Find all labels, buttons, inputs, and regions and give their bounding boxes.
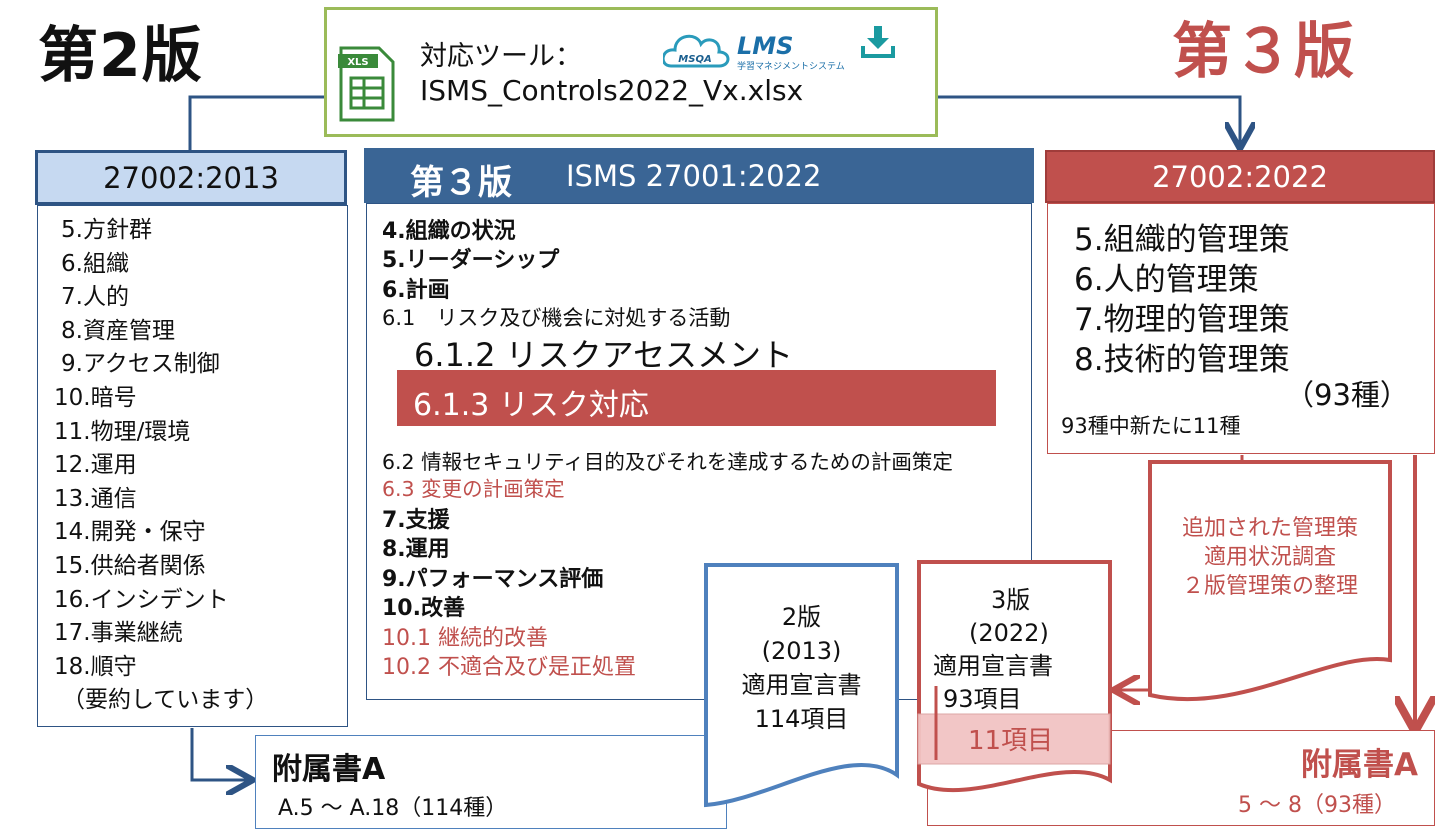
tool-box: XLS 対応ツール： ISMS_Controls2022_Vx.xlsx MSQ… [324, 7, 938, 137]
clause-10: 10.改善 [382, 596, 465, 621]
doc-2013-line: 適用宣言書 [741, 671, 862, 699]
clause-4: 4.組織の状況 [382, 219, 516, 244]
list-item: 15.供給者関係 [54, 552, 206, 579]
svg-text:MSQA: MSQA [678, 54, 711, 65]
clause-6-1-3-highlight: 6.1.3 リスク対応 [397, 370, 996, 426]
right-panel-header: 27002:2022 [1045, 150, 1435, 203]
annex-a-left: 附属書A A.5 ～ A.18（114種） [255, 735, 727, 829]
clause-6-1-2: 6.1.2 リスクアセスメント [414, 336, 793, 374]
list-item: 11.物理/環境 [54, 418, 191, 445]
doc-2022-line: 適用宣言書 [933, 652, 1053, 680]
left-panel-header: 27002:2013 [35, 150, 347, 205]
clause-6: 6.計画 [382, 278, 450, 303]
doc-2022-new-items: 11項目 [968, 726, 1054, 756]
list-item: 7.人的 [61, 284, 129, 311]
doc-2022-text: 3版 (2022) 適用宣言書 93項目 [919, 584, 1110, 716]
doc-added-line: 追加された管理策 [1181, 516, 1358, 541]
list-item: 13.通信 [54, 485, 137, 512]
clause-7: 7.支援 [382, 508, 450, 533]
svg-text:XLS: XLS [347, 57, 368, 68]
tool-filename[interactable]: ISMS_Controls2022_Vx.xlsx [420, 74, 804, 107]
clause-10-1: 10.1 継続的改善 [382, 626, 548, 651]
left-title: 第2版 [38, 21, 203, 91]
doc-2013-line: 2版 [781, 603, 822, 631]
clause-8: 8.運用 [382, 537, 450, 562]
left-panel-body: 5.方針群 6.組織 7.人的 8.資産管理 9.アクセス制御 10.暗号 11… [37, 205, 348, 727]
left-to-annex-arrow [190, 728, 250, 780]
tool-to-left-line [188, 95, 326, 150]
center-header-standard: ISMS 27001:2022 [566, 159, 822, 193]
clause-6-1-3: 6.1.3 リスク対応 [413, 388, 649, 423]
control-5: 5.組織的管理策 [1074, 222, 1290, 258]
list-item: 18.順守 [54, 653, 137, 680]
control-7: 7.物理的管理策 [1074, 302, 1290, 338]
list-item: 10.暗号 [54, 384, 137, 411]
clause-6-3: 6.3 変更の計画策定 [382, 477, 565, 501]
tool-label: 対応ツール： [420, 41, 582, 72]
list-item: 8.資産管理 [61, 317, 175, 344]
clause-5: 5.リーダーシップ [382, 248, 560, 273]
center-panel-header: 第３版 ISMS 27001:2022 [364, 148, 1034, 203]
doc-2022-line: 3版 [991, 586, 1031, 614]
doc-2013-line: 114項目 [754, 705, 849, 733]
tool-to-right-arrow [938, 95, 1240, 146]
doc-added-line: ２版管理策の整理 [1181, 574, 1358, 599]
summary-note: （要約しています） [62, 687, 269, 714]
list-item: 12.運用 [54, 452, 137, 479]
doc-2022-line: 93項目 [943, 685, 1022, 713]
download-icon[interactable] [860, 24, 896, 60]
lms-logo: MSQA LMS 学習マネジメントシステム [661, 24, 853, 74]
control-6: 6.人的管理策 [1074, 262, 1259, 298]
control-8: 8.技術的管理策 [1074, 342, 1290, 378]
control-count: （93種） [1285, 378, 1409, 412]
list-item: 14.開発・保守 [54, 519, 206, 546]
list-item: 9.アクセス制御 [61, 351, 220, 378]
clause-10-2: 10.2 不適合及び是正処置 [382, 655, 636, 680]
right-title: 第３版 [1172, 17, 1355, 87]
new-controls-note: 93種中新たに11種 [1061, 414, 1241, 438]
svg-text:学習マネジメントシステム: 学習マネジメントシステム [737, 60, 845, 72]
annex-right-title: 附属書A [1301, 747, 1418, 783]
clause-6-1: 6.1 リスク及び機会に対処する活動 [382, 306, 731, 330]
clause-6-2: 6.2 情報セキュリティ目的及びそれを達成するための計画策定 [382, 450, 953, 474]
clause-9: 9.パフォーマンス評価 [382, 567, 604, 592]
list-item: 16.インシデント [54, 586, 229, 613]
annex-right-range: 5 ～ 8（93種） [1238, 793, 1396, 818]
right-panel-body [1047, 203, 1435, 454]
annex-left-title: 附属書A [272, 752, 386, 787]
doc-2013-text: 2版 (2013) 適用宣言書 114項目 [706, 600, 897, 736]
doc-added-text: 追加された管理策 適用状況調査 ２版管理策の整理 [1150, 514, 1390, 601]
doc-2022-line: (2022) [969, 619, 1049, 647]
xls-file-icon: XLS [337, 46, 397, 122]
center-header-edition: 第３版 [410, 163, 512, 203]
list-item: 5.方針群 [61, 217, 152, 243]
annex-left-range: A.5 ～ A.18（114種） [278, 796, 508, 821]
doc-2013-line: (2013) [761, 637, 842, 665]
left-item-list: 5.方針群 6.組織 7.人的 8.資産管理 9.アクセス制御 10.暗号 11… [38, 214, 268, 718]
list-item: 17.事業継続 [54, 620, 183, 647]
list-item: 6.組織 [61, 250, 129, 277]
svg-text:LMS: LMS [737, 32, 793, 60]
doc-added-line: 適用状況調査 [1203, 545, 1336, 570]
